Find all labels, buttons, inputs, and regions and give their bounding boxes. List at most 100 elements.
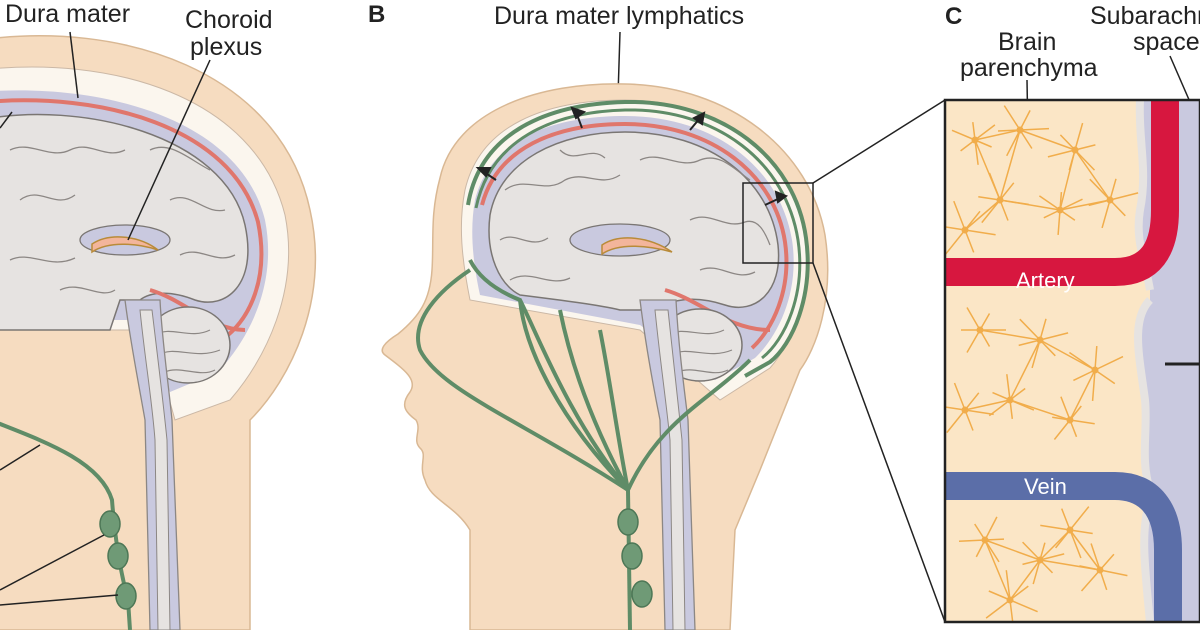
astrocyte-process xyxy=(985,599,1011,619)
astrocyte-process xyxy=(1061,508,1071,531)
astrocyte-process xyxy=(988,399,1011,417)
panel-a-choroid-plexus xyxy=(91,236,159,254)
astrocyte-process xyxy=(981,199,1001,224)
astrocyte-process xyxy=(945,229,966,255)
astrocyte-process xyxy=(1053,419,1071,440)
astrocyte-process xyxy=(1018,339,1041,347)
astrocyte-process xyxy=(966,307,981,331)
astrocyte-process xyxy=(1039,332,1069,341)
astrocyte-process xyxy=(1101,199,1111,229)
label-artery: Artery xyxy=(1016,268,1075,293)
astrocyte-process xyxy=(988,590,1011,601)
astrocyte-process xyxy=(999,199,1009,221)
astrocyte-process xyxy=(1009,387,1026,401)
zoom-lines xyxy=(812,99,946,623)
astrocyte-process xyxy=(945,406,966,411)
panel-a-leader-lines xyxy=(0,31,211,606)
astrocyte-process xyxy=(1059,198,1083,211)
astrocyte-process xyxy=(1019,127,1050,131)
astrocyte-process xyxy=(984,516,998,541)
label-brain-2: parenchyma xyxy=(960,54,1098,82)
astrocyte-process xyxy=(1069,419,1095,425)
astrocyte-process xyxy=(1057,209,1061,235)
astrocyte-process xyxy=(1094,369,1116,385)
astrocyte-link xyxy=(1009,559,1041,601)
panel-a-spinal-cord xyxy=(139,309,171,630)
astrocyte-process xyxy=(1022,541,1041,561)
astrocyte-process xyxy=(1099,553,1115,571)
astrocyte-process xyxy=(974,139,979,165)
astrocyte-link xyxy=(984,539,1041,561)
label-choroid-plexus-2: plexus xyxy=(190,33,262,61)
astrocyte-process xyxy=(979,313,991,331)
panel-b-flow-arrows xyxy=(475,106,789,206)
astrocyte-process xyxy=(1005,570,1011,601)
astrocyte-process xyxy=(1039,542,1046,561)
astrocyte-process xyxy=(1040,524,1071,531)
panel-c-tissue: Artery Vein xyxy=(945,100,1200,622)
astrocyte-link xyxy=(1069,369,1096,421)
panel-b: B Dura mater lymphatics xyxy=(368,1,829,630)
panel-b-gyri xyxy=(499,149,771,282)
astrocyte-process xyxy=(1039,339,1056,357)
panel-b-spinal-cord xyxy=(654,309,686,630)
label-choroid-plexus-1: Choroid xyxy=(185,6,273,34)
astrocyte-process xyxy=(964,229,975,253)
astrocyte-link xyxy=(979,329,1041,341)
astrocyte-link xyxy=(1019,129,1076,151)
astrocyte-link xyxy=(1009,399,1071,421)
astrocyte-process xyxy=(1089,178,1111,201)
vein-vessel xyxy=(945,472,1182,622)
label-dura-mater-lymphatics: Dura mater lymphatics xyxy=(494,2,744,30)
panel-b-dura-lymphatic-vessel-inner xyxy=(474,108,802,360)
label-brain-1: Brain xyxy=(998,28,1056,56)
panel-b-dura-red xyxy=(480,121,789,350)
astrocyte-link xyxy=(1039,559,1101,571)
panel-c-astrocyte-network xyxy=(945,105,1139,622)
astrocyte-process xyxy=(1109,178,1117,201)
astrocyte-process xyxy=(1022,559,1041,566)
panel-a-dura xyxy=(0,98,264,337)
astrocyte-link xyxy=(974,139,1001,201)
astrocyte-process xyxy=(1009,599,1038,613)
astrocyte-process xyxy=(1009,585,1029,601)
astrocyte-process xyxy=(1019,110,1031,131)
astrocyte-process xyxy=(960,139,976,152)
astrocyte-process xyxy=(1038,195,1061,211)
astrocyte-process xyxy=(978,195,1001,201)
astrocyte-process xyxy=(1094,355,1124,371)
astrocyte-link xyxy=(1074,149,1111,201)
astrocyte-process xyxy=(1059,209,1076,221)
panel-c-letter: C xyxy=(945,3,962,30)
astrocyte-process xyxy=(1069,506,1090,531)
astrocyte-process xyxy=(953,382,966,411)
astrocyte-process xyxy=(1003,105,1021,131)
astrocyte-process xyxy=(1059,134,1076,151)
astrocyte-process xyxy=(979,329,991,347)
astrocyte-process xyxy=(1019,318,1041,341)
astrocyte-process xyxy=(1047,149,1076,158)
astrocyte-link xyxy=(1009,339,1041,401)
label-subarachnoid-1: Subarachn xyxy=(1090,2,1200,30)
panel-a-lymph-nodes xyxy=(99,510,137,610)
astrocyte-process xyxy=(1039,559,1054,574)
astrocyte-process xyxy=(1080,569,1101,592)
panel-b-choroid-plexus xyxy=(601,237,673,256)
astrocyte-process xyxy=(1074,122,1084,151)
astrocyte-process xyxy=(964,229,996,236)
astrocyte-process xyxy=(1074,144,1096,151)
astrocyte-process xyxy=(966,329,981,353)
panel-c: C Brain parenchyma Subarachn space Arter… xyxy=(943,2,1200,624)
panel-b-dura-lymphatic-vessel xyxy=(466,99,810,378)
astrocyte-process xyxy=(1069,419,1078,438)
astrocyte-process xyxy=(1031,339,1041,369)
astrocyte-process xyxy=(999,182,1015,201)
panel-c-frame xyxy=(943,98,1200,624)
astrocyte-process xyxy=(984,538,1005,541)
astrocyte-process xyxy=(1109,199,1126,217)
astrocyte-process xyxy=(975,539,986,558)
astrocyte-link xyxy=(999,199,1061,211)
astrocyte-link xyxy=(1059,199,1111,211)
panel-c-parenchyma xyxy=(945,100,1150,622)
astrocyte-process xyxy=(958,539,986,542)
